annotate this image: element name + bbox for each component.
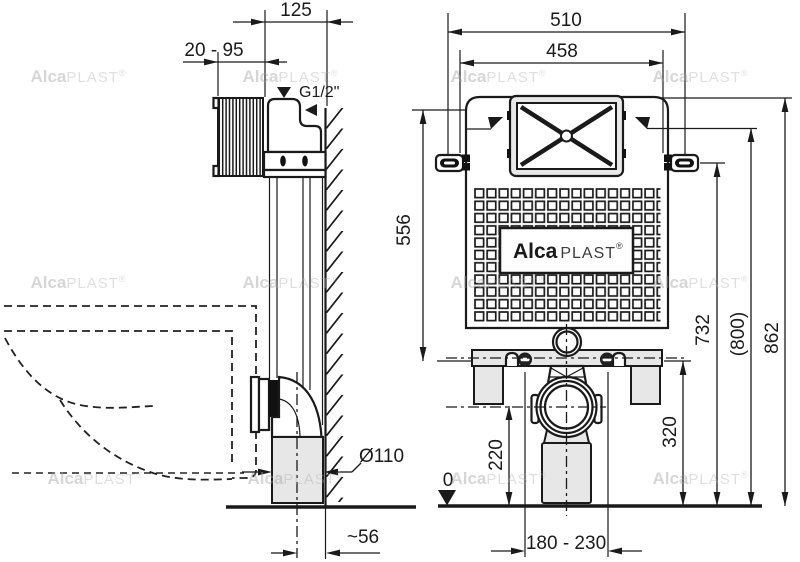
outlet-seal bbox=[269, 380, 279, 417]
svg-text:180 - 230: 180 - 230 bbox=[526, 533, 606, 554]
svg-text:125: 125 bbox=[280, 0, 312, 21]
toilet-bowl-outline bbox=[4, 305, 257, 481]
clamp-bolt bbox=[280, 155, 286, 167]
support-leg-right bbox=[630, 365, 661, 405]
rail-clip-left bbox=[504, 351, 532, 367]
svg-text:510: 510 bbox=[550, 10, 582, 31]
clamp-bolt bbox=[302, 155, 308, 167]
svg-text:458: 458 bbox=[546, 41, 578, 62]
svg-text:0: 0 bbox=[443, 470, 454, 491]
wall-bracket-left bbox=[434, 153, 470, 173]
dim-outlet-wall-offset: ~56 bbox=[271, 527, 380, 557]
dim-rail-height: 320 bbox=[660, 360, 691, 506]
dim-tank-width: 458 bbox=[459, 41, 664, 153]
dim-wall-finish-range: 20 - 95 bbox=[183, 40, 287, 96]
svg-text:320: 320 bbox=[660, 416, 681, 448]
svg-text:~56: ~56 bbox=[347, 527, 379, 548]
water-supply-connection: G1/2" bbox=[277, 84, 339, 116]
dim-outlet-height: 220 bbox=[486, 406, 513, 506]
svg-text:G1/2": G1/2" bbox=[299, 84, 339, 101]
svg-text:862: 862 bbox=[762, 322, 783, 354]
dim-total-height: 862 bbox=[658, 97, 792, 506]
dim-depth: 125 bbox=[233, 0, 353, 106]
flush-plate-protection-box bbox=[212, 96, 264, 178]
mounting-clamp-band bbox=[262, 150, 327, 179]
floor-level-marker: 0 bbox=[438, 470, 456, 506]
filling-valve-housing bbox=[266, 97, 323, 154]
svg-text:220: 220 bbox=[486, 439, 507, 471]
supply-top-arrow-icon bbox=[277, 87, 291, 98]
rail-clip-right bbox=[600, 351, 627, 367]
wall-bracket-right bbox=[664, 153, 700, 173]
wall-section bbox=[324, 108, 346, 507]
dim-tank-height: 556 bbox=[394, 109, 472, 362]
svg-text:732: 732 bbox=[693, 314, 714, 346]
supply-side-arrow-icon bbox=[305, 104, 317, 116]
inspection-panel bbox=[507, 94, 626, 178]
side-view: 125 20 - 95 G1/2" Ø110 bbox=[4, 0, 416, 559]
svg-text:20 - 95: 20 - 95 bbox=[184, 40, 243, 61]
dim-bracket-height: 732 bbox=[693, 162, 725, 506]
svg-text:(800): (800) bbox=[728, 312, 749, 356]
waste-elbow-side bbox=[249, 372, 324, 558]
datum-mark-left bbox=[467, 117, 503, 130]
datum-mark-right bbox=[635, 117, 650, 129]
support-leg-left bbox=[473, 365, 504, 405]
svg-text:Ø110: Ø110 bbox=[359, 446, 404, 467]
svg-text:556: 556 bbox=[394, 214, 415, 246]
dim-outlet-lateral-range: 180 - 230 bbox=[491, 372, 642, 557]
dim-supply-height: (800) bbox=[647, 127, 757, 506]
